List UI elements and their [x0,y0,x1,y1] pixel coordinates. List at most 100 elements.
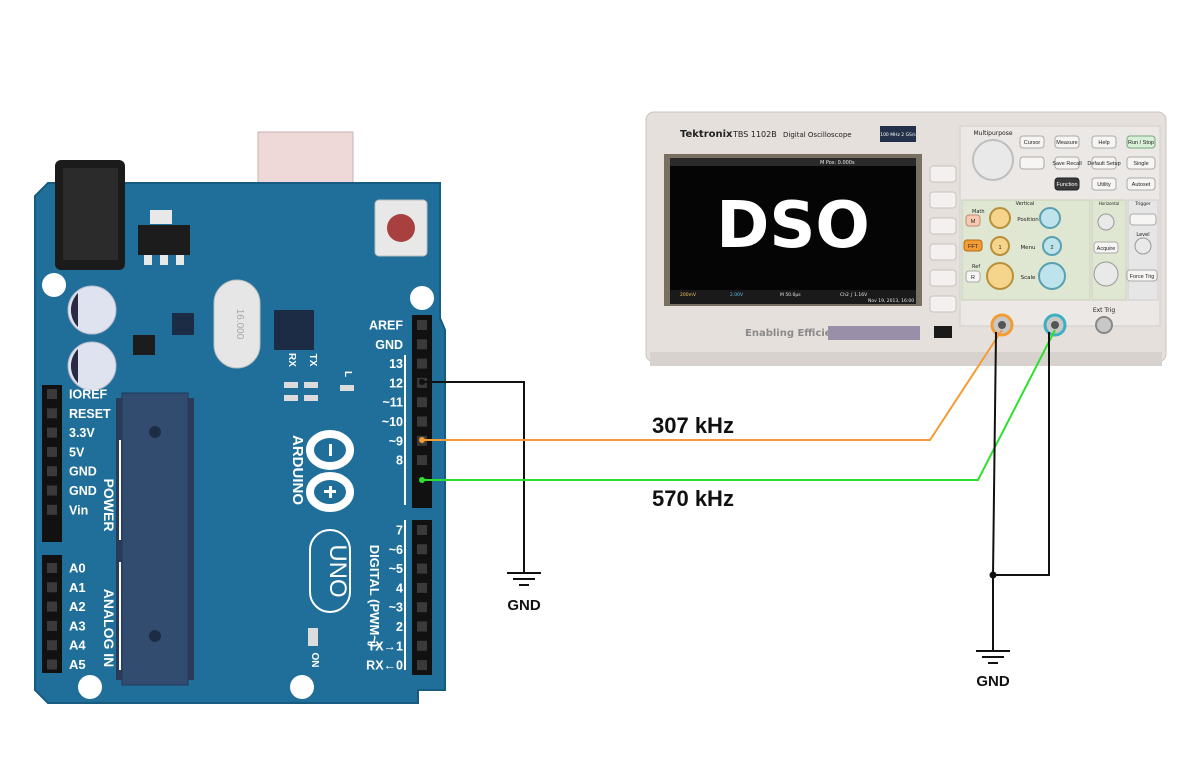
header-pin [417,660,427,671]
frequency-label-green: 570 kHz [652,486,734,511]
led-on [308,628,318,646]
oscilloscope: Tektronix TBS 1102B Digital Oscilloscope… [645,111,1167,366]
scope-ch2-ground-wire [993,332,1050,576]
led-rx-label: RX [286,353,297,367]
screen-dso-label: DSO [716,189,870,263]
crystal-label: 16.000 [234,309,245,340]
usb-port [934,326,952,338]
wire-junction [419,437,425,443]
scope-model: TBS 1102B [732,130,777,139]
ext-trig-input [1095,316,1113,334]
header-pin [47,601,57,612]
gnd-label-left: GND [507,597,541,614]
pin-label: A5 [69,657,86,672]
ch1-bnc-center [998,321,1006,329]
led-rx [284,382,298,388]
pin-label: RESET [69,407,111,421]
pin-label: ~3 [389,601,403,615]
trigger-label: Trigger [1134,201,1151,207]
led-tx [304,382,318,388]
scope-footer-left: Enabling Efficiency [745,328,852,339]
header-pin [417,525,427,535]
small-transistor [133,335,155,355]
pin-label: ~6 [389,543,403,557]
regulator-pin [144,255,152,265]
status-ch1: 200mV [680,292,697,298]
run-stop-button-label: Run / Stop [1128,140,1154,146]
screen [670,158,916,300]
green-signal-wire [422,329,1056,481]
header-pin [417,563,427,574]
frequency-label-orange: 307 kHz [652,413,734,438]
ch2-button-label: 2 [1050,245,1053,251]
horizontal-scale-knob [1093,261,1119,287]
trigger-level-knob [1134,237,1152,255]
status-timebase: M 50.0μs [780,292,801,298]
pin-label: ~9 [389,434,403,448]
digital-label: DIGITAL (PWM~) [367,545,382,647]
ch1-button-label: 1 [998,245,1001,251]
ch2-button [1042,236,1062,256]
pin-label: TX→1 [368,639,403,653]
led-rx [284,395,298,401]
math-button-label: M [971,219,976,225]
header-pin [47,563,57,573]
header-pin [417,544,427,555]
regulator-tab [150,210,172,224]
pin-label: Vin [69,503,88,517]
header-pin [47,466,57,477]
ground-symbol-left [507,572,541,586]
multipurpose-knob [972,139,1014,181]
header-pin [417,640,427,651]
pin-label: A3 [69,618,86,633]
status-date: Nov 19, 2013, 16:00 [868,298,914,304]
header-pin [417,621,427,632]
scope-spec-badge [880,126,916,142]
scope-spec: 100 MHz 2 GS/s [880,132,916,138]
header-pin [417,582,427,593]
ref-label: Ref [972,264,980,270]
level-label: Level [1136,232,1149,238]
regulator-pin [176,255,184,265]
uno-badge [309,529,351,613]
capacitor-marking [70,349,78,383]
arduino-uno-board: 16.000 RX TX L ON ARDUINO [34,131,446,704]
led-l [340,385,354,391]
header-pin [417,320,427,330]
position-label: Position [1017,217,1039,223]
help-button-label: Help [1098,140,1109,146]
led-on-label: ON [309,653,320,668]
mounting-hole [410,286,434,310]
ch2-bnc-center [1051,321,1059,329]
scope-footer-badge [828,326,920,340]
wiring [419,329,1056,650]
pin-label: 4 [396,581,403,595]
fft-button-label: FFT [968,244,979,250]
force-trig-button-label: Force Trig [1130,274,1155,280]
reset-button-cap [387,214,415,242]
function-button-label: Function [1056,182,1077,188]
autoset-button-label: Autoset [1132,182,1151,188]
horizontal-label: Horizontal [1099,201,1119,206]
small-ic [172,313,194,335]
ch2-scale-knob [1038,262,1066,290]
scope-brand: Tektronix [680,129,733,140]
acquire-button-label: Acquire [1097,246,1116,252]
pin-label: A4 [69,638,86,653]
pin-label: GND [69,484,97,498]
pin-label: 13 [389,357,403,371]
led-tx [304,395,318,401]
led-tx-label: TX [307,354,318,367]
status-trigger: Ch2 ∫ 1.16V [840,292,868,298]
pin-label: 12 [389,376,403,390]
capacitor [67,341,117,391]
pin-label: ~11 [382,396,403,410]
ext-trig-label: Ext Trig [1093,307,1116,314]
header-pin [47,446,57,457]
scope-ch1-ground-wire [992,331,997,650]
wire-junction [419,477,425,483]
vertical-label: Vertical [1016,201,1035,207]
capacitor-marking [70,293,78,327]
header-pin [47,640,57,651]
